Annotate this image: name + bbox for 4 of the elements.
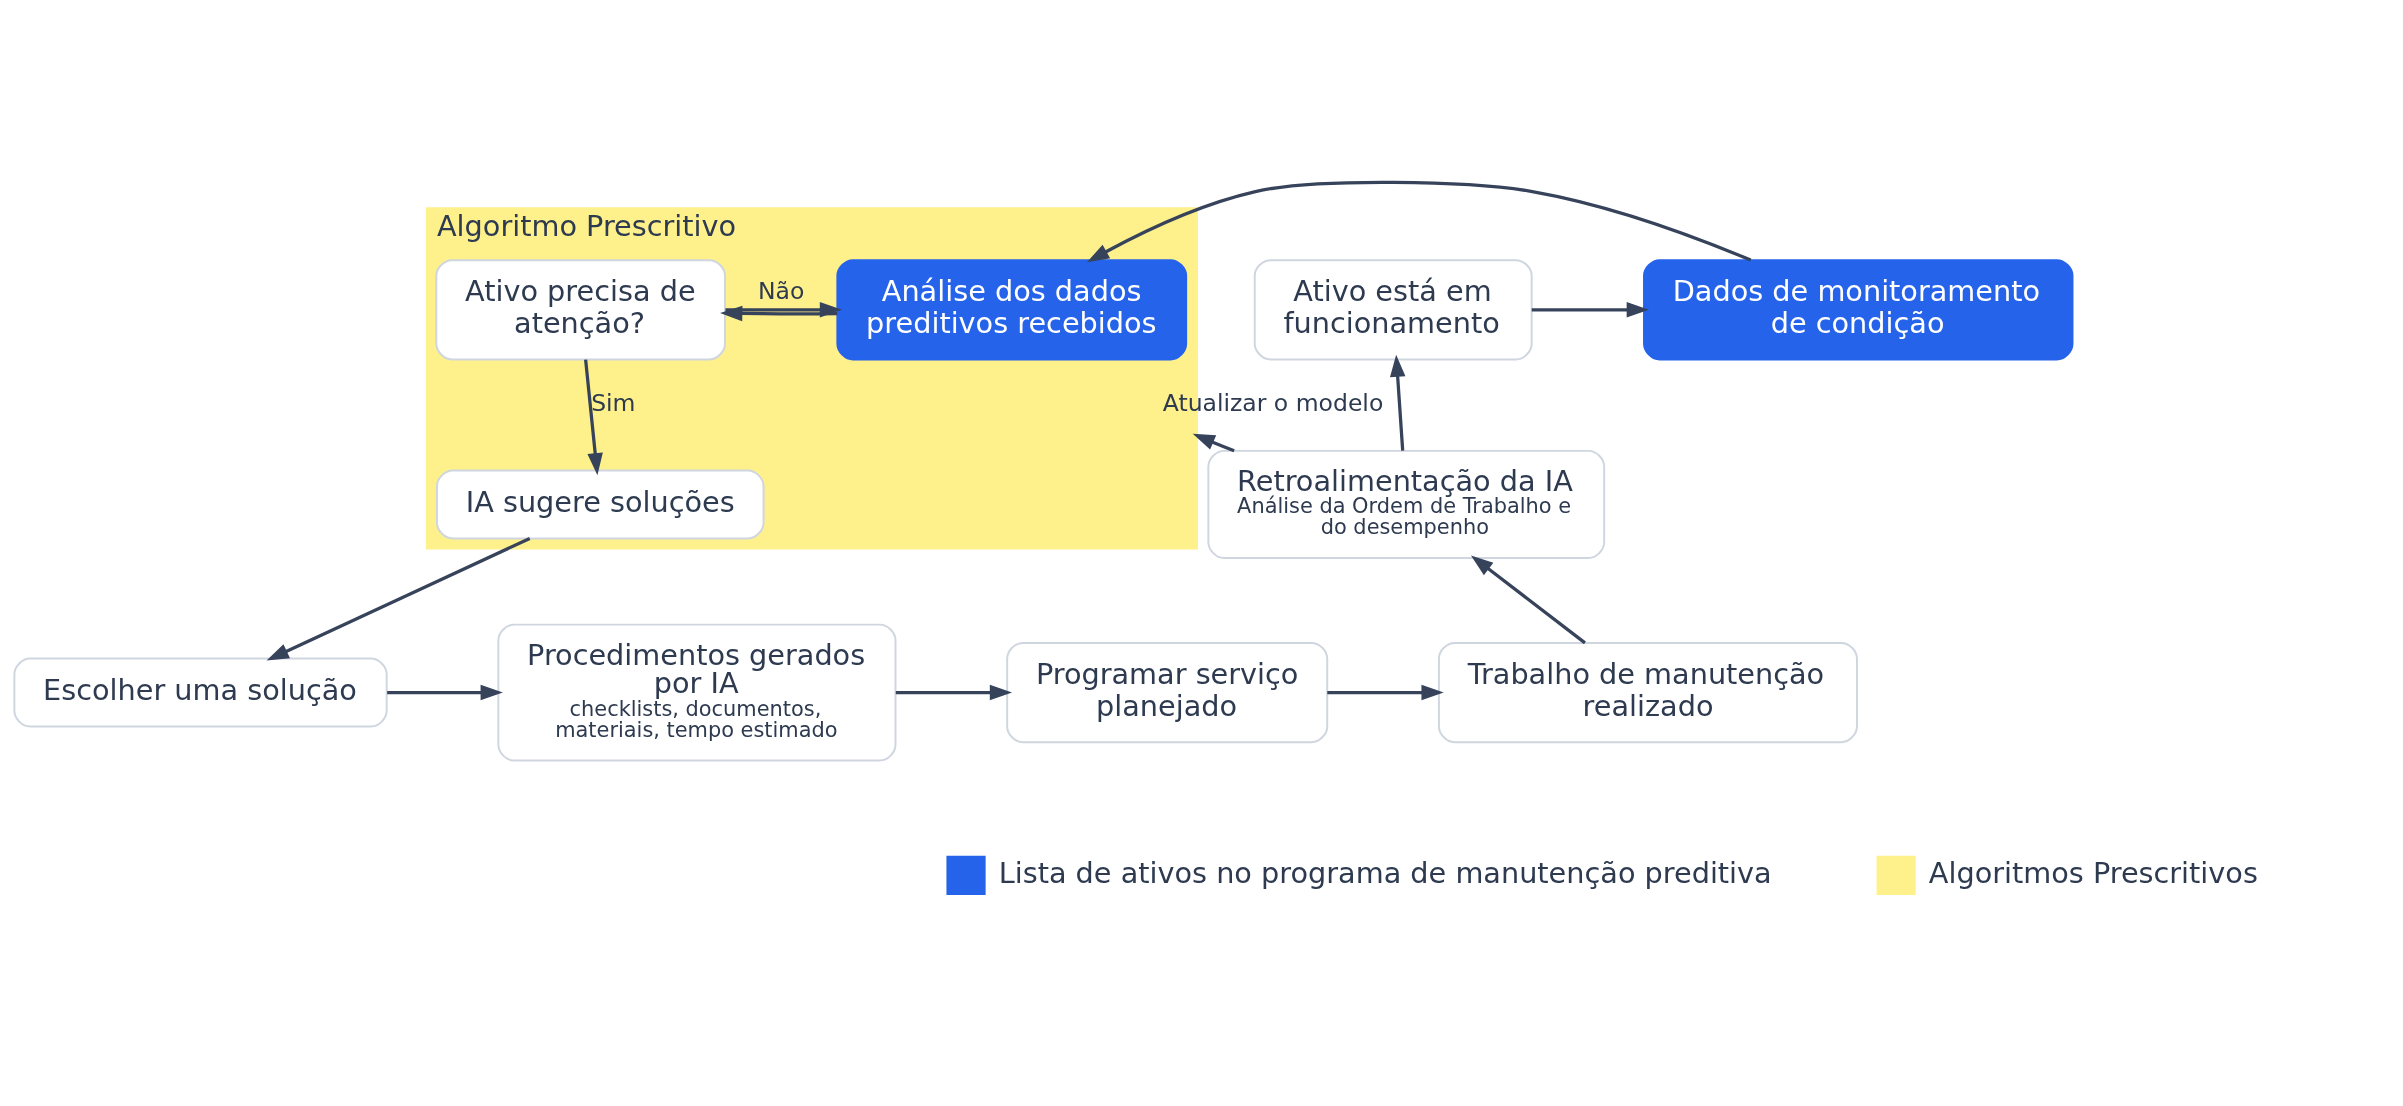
legend-label: Algoritmos Prescritivos xyxy=(1928,855,2258,890)
edge-label: Sim xyxy=(591,388,636,417)
legend-label: Lista de ativos no programa de manutenção preditiva xyxy=(998,855,1772,890)
edge-label: Não xyxy=(758,276,805,305)
